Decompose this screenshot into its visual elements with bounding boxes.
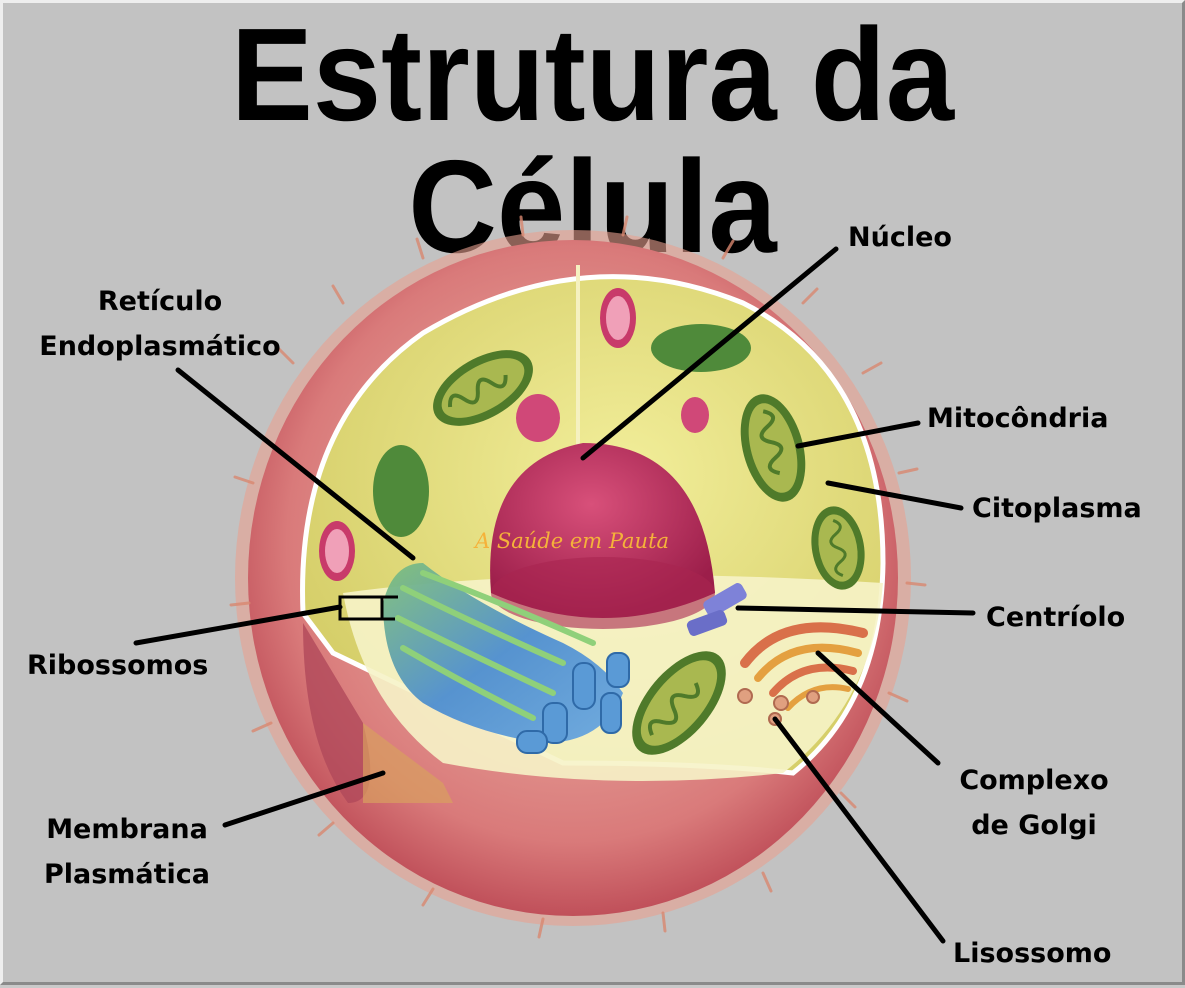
leader-centriolo (735, 605, 976, 616)
centriole (686, 583, 747, 636)
label-golgi-line2: de Golgi (971, 810, 1097, 841)
label-golgi-line1: Complexo (959, 765, 1109, 796)
golgi-complex (740, 622, 868, 711)
label-membrana-line2: Plasmática (43, 859, 211, 890)
label-mitocondria: Mitocôndria (927, 403, 1109, 434)
label-reticulo-line1: Retículo (97, 286, 223, 317)
label-reticulo-line2: Endoplasmático (39, 331, 281, 362)
nucleus (490, 443, 715, 629)
label-nucleo: Núcleo (848, 222, 952, 253)
label-ribossomos: Ribossomos (27, 650, 209, 681)
leader-ribossomos (133, 604, 343, 646)
vesicles (319, 288, 709, 581)
leader-golgi (815, 650, 941, 766)
label-golgi: Complexo de Golgi (943, 758, 1125, 848)
leader-lines (133, 246, 976, 944)
mitochondria (373, 324, 865, 755)
label-reticulo: Retículo Endoplasmático (21, 279, 299, 369)
label-membrana-line1: Membrana (46, 814, 208, 845)
leader-mitocondria (795, 420, 921, 449)
label-citoplasma: Citoplasma (972, 493, 1142, 524)
endoplasmic-reticulum (383, 563, 630, 754)
leader-lisossomo (772, 716, 946, 944)
leader-reticulo (175, 367, 416, 561)
leader-membrana (222, 770, 386, 828)
cell-illustration (133, 215, 976, 944)
label-membrana: Membrana Plasmática (29, 807, 225, 897)
label-centriolo: Centríolo (986, 602, 1126, 633)
leader-nucleo (580, 246, 839, 461)
watermark-text: A Saúde em Pauta (475, 529, 670, 553)
page-title: Estrutura da Célula (230, 1, 955, 280)
leader-citoplasma (825, 480, 964, 511)
label-lisossomo: Lisossomo (953, 938, 1112, 969)
